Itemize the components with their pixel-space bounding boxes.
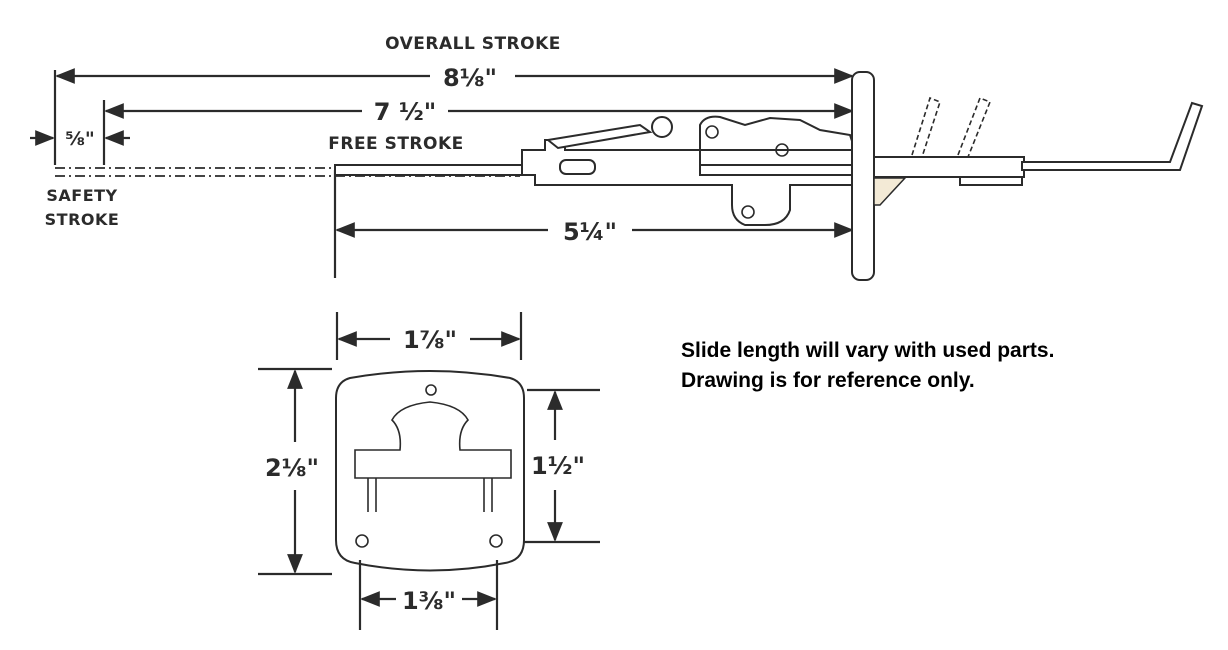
inner-height-value: 1½" [531, 452, 585, 480]
front-plate [851, 71, 875, 281]
rear-lip [959, 176, 1023, 186]
latch-assembly [699, 115, 857, 151]
overall-stroke-label: OVERALL STROKE [385, 34, 561, 54]
rear-bracket [873, 177, 907, 206]
hanger-hole [741, 205, 755, 219]
safety-lever [545, 123, 653, 150]
safety-stroke-value: ⅝" [65, 128, 95, 150]
top-width-value: 1⅞" [403, 326, 457, 354]
slide-length-value: 5¼" [563, 218, 617, 246]
rear-housing [873, 156, 1025, 178]
rod-phantom [957, 96, 992, 158]
operating-rod [1021, 101, 1204, 171]
mounting-hole [425, 384, 437, 396]
overall-stroke-value: 8⅛" [443, 64, 497, 92]
free-stroke-value: 7 ½" [374, 98, 436, 126]
reference-note: Slide length will vary with used parts. … [681, 336, 1054, 396]
latch-pin [775, 143, 789, 157]
latch-pin [705, 125, 719, 139]
slide-stop [559, 159, 596, 175]
safety-stroke-label-line1: SAFETY [46, 186, 117, 205]
mounting-plate [335, 370, 525, 572]
mounting-hole [355, 534, 369, 548]
slide-profile [354, 401, 512, 479]
side-view: OVERALL STROKE 8⅛" 7 ½" FREE STROKE ⅝" S… [30, 34, 1204, 281]
slide-body [521, 139, 856, 226]
note-line-2: Drawing is for reference only. [681, 369, 975, 392]
mounting-hole [489, 534, 503, 548]
note-line-1: Slide length will vary with used parts. [681, 339, 1055, 362]
lever-knob [651, 116, 673, 138]
free-stroke-label: FREE STROKE [328, 134, 464, 154]
safety-stroke-label-line2: STROKE [45, 210, 120, 229]
rod-phantom [911, 96, 941, 158]
bottom-width-value: 1⅜" [402, 587, 456, 615]
height-value: 2⅛" [265, 454, 319, 482]
end-view: 1⅞" 2⅛" 1½" 1⅜" [258, 312, 600, 630]
